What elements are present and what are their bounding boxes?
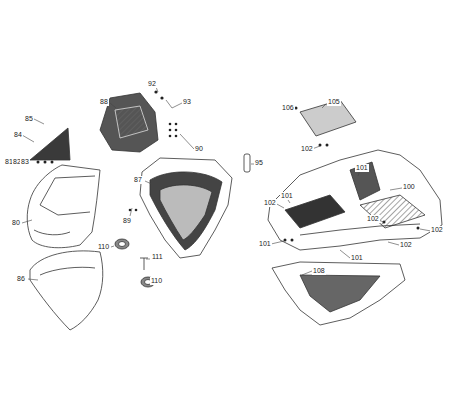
callout-number: 84 [13, 131, 23, 139]
callout-number: 102 [300, 145, 314, 153]
callout-number: 110 [150, 277, 163, 285]
callout-number: 111 [151, 253, 164, 261]
inner-panel [100, 93, 158, 152]
callout-number: 102 [430, 226, 444, 234]
floor-tunnel [350, 162, 380, 200]
front-cover-detail [34, 230, 70, 235]
leader-lines [22, 87, 431, 282]
callout-number: 102 [263, 199, 277, 207]
callout-number: 90 [194, 145, 204, 153]
callout-number: 100 [402, 183, 416, 191]
callout-number: 85 [24, 115, 34, 123]
front-cover-detail [40, 176, 95, 215]
callout-number: 101 [280, 192, 294, 200]
lower-front-cover [30, 251, 103, 330]
under-cover-inner [300, 275, 380, 312]
callout-number: 88 [99, 98, 109, 106]
callout-number: 108 [312, 267, 326, 275]
callout-number: 106 [281, 104, 295, 112]
trim-piece [244, 154, 250, 172]
floor-edge [300, 224, 420, 235]
callout-number: 101 [258, 240, 272, 248]
callout-number: 93 [182, 98, 192, 106]
floor-panel [268, 150, 442, 250]
callout-number: 86 [16, 275, 26, 283]
grommet [115, 239, 129, 249]
callout-number: 87 [133, 176, 143, 184]
pin [140, 258, 148, 270]
callout-number: 95 [254, 159, 264, 167]
grommet-hole [119, 242, 126, 247]
inner-panel-detail [115, 106, 148, 138]
windscreen [30, 128, 70, 160]
floor-opening [285, 195, 345, 228]
leg-shield [140, 158, 232, 258]
front-cover [27, 165, 100, 248]
callout-number: 102 [399, 241, 413, 249]
callout-number: 101 [355, 164, 369, 172]
leg-shield-inner [150, 172, 222, 250]
floor-grip [360, 195, 425, 228]
callout-number: 110 [97, 243, 110, 251]
callout-number: 80 [11, 219, 21, 227]
callout-number: 102 [366, 215, 380, 223]
callout-number: 83 [20, 158, 30, 166]
lower-front-detail [40, 267, 95, 275]
screws [37, 90, 420, 241]
under-cover [272, 262, 405, 325]
callout-number: 92 [147, 80, 157, 88]
callout-number: 89 [122, 217, 132, 225]
callout-number: 101 [350, 254, 364, 262]
callout-number: 105 [327, 98, 341, 106]
leg-shield-pocket [160, 185, 212, 240]
